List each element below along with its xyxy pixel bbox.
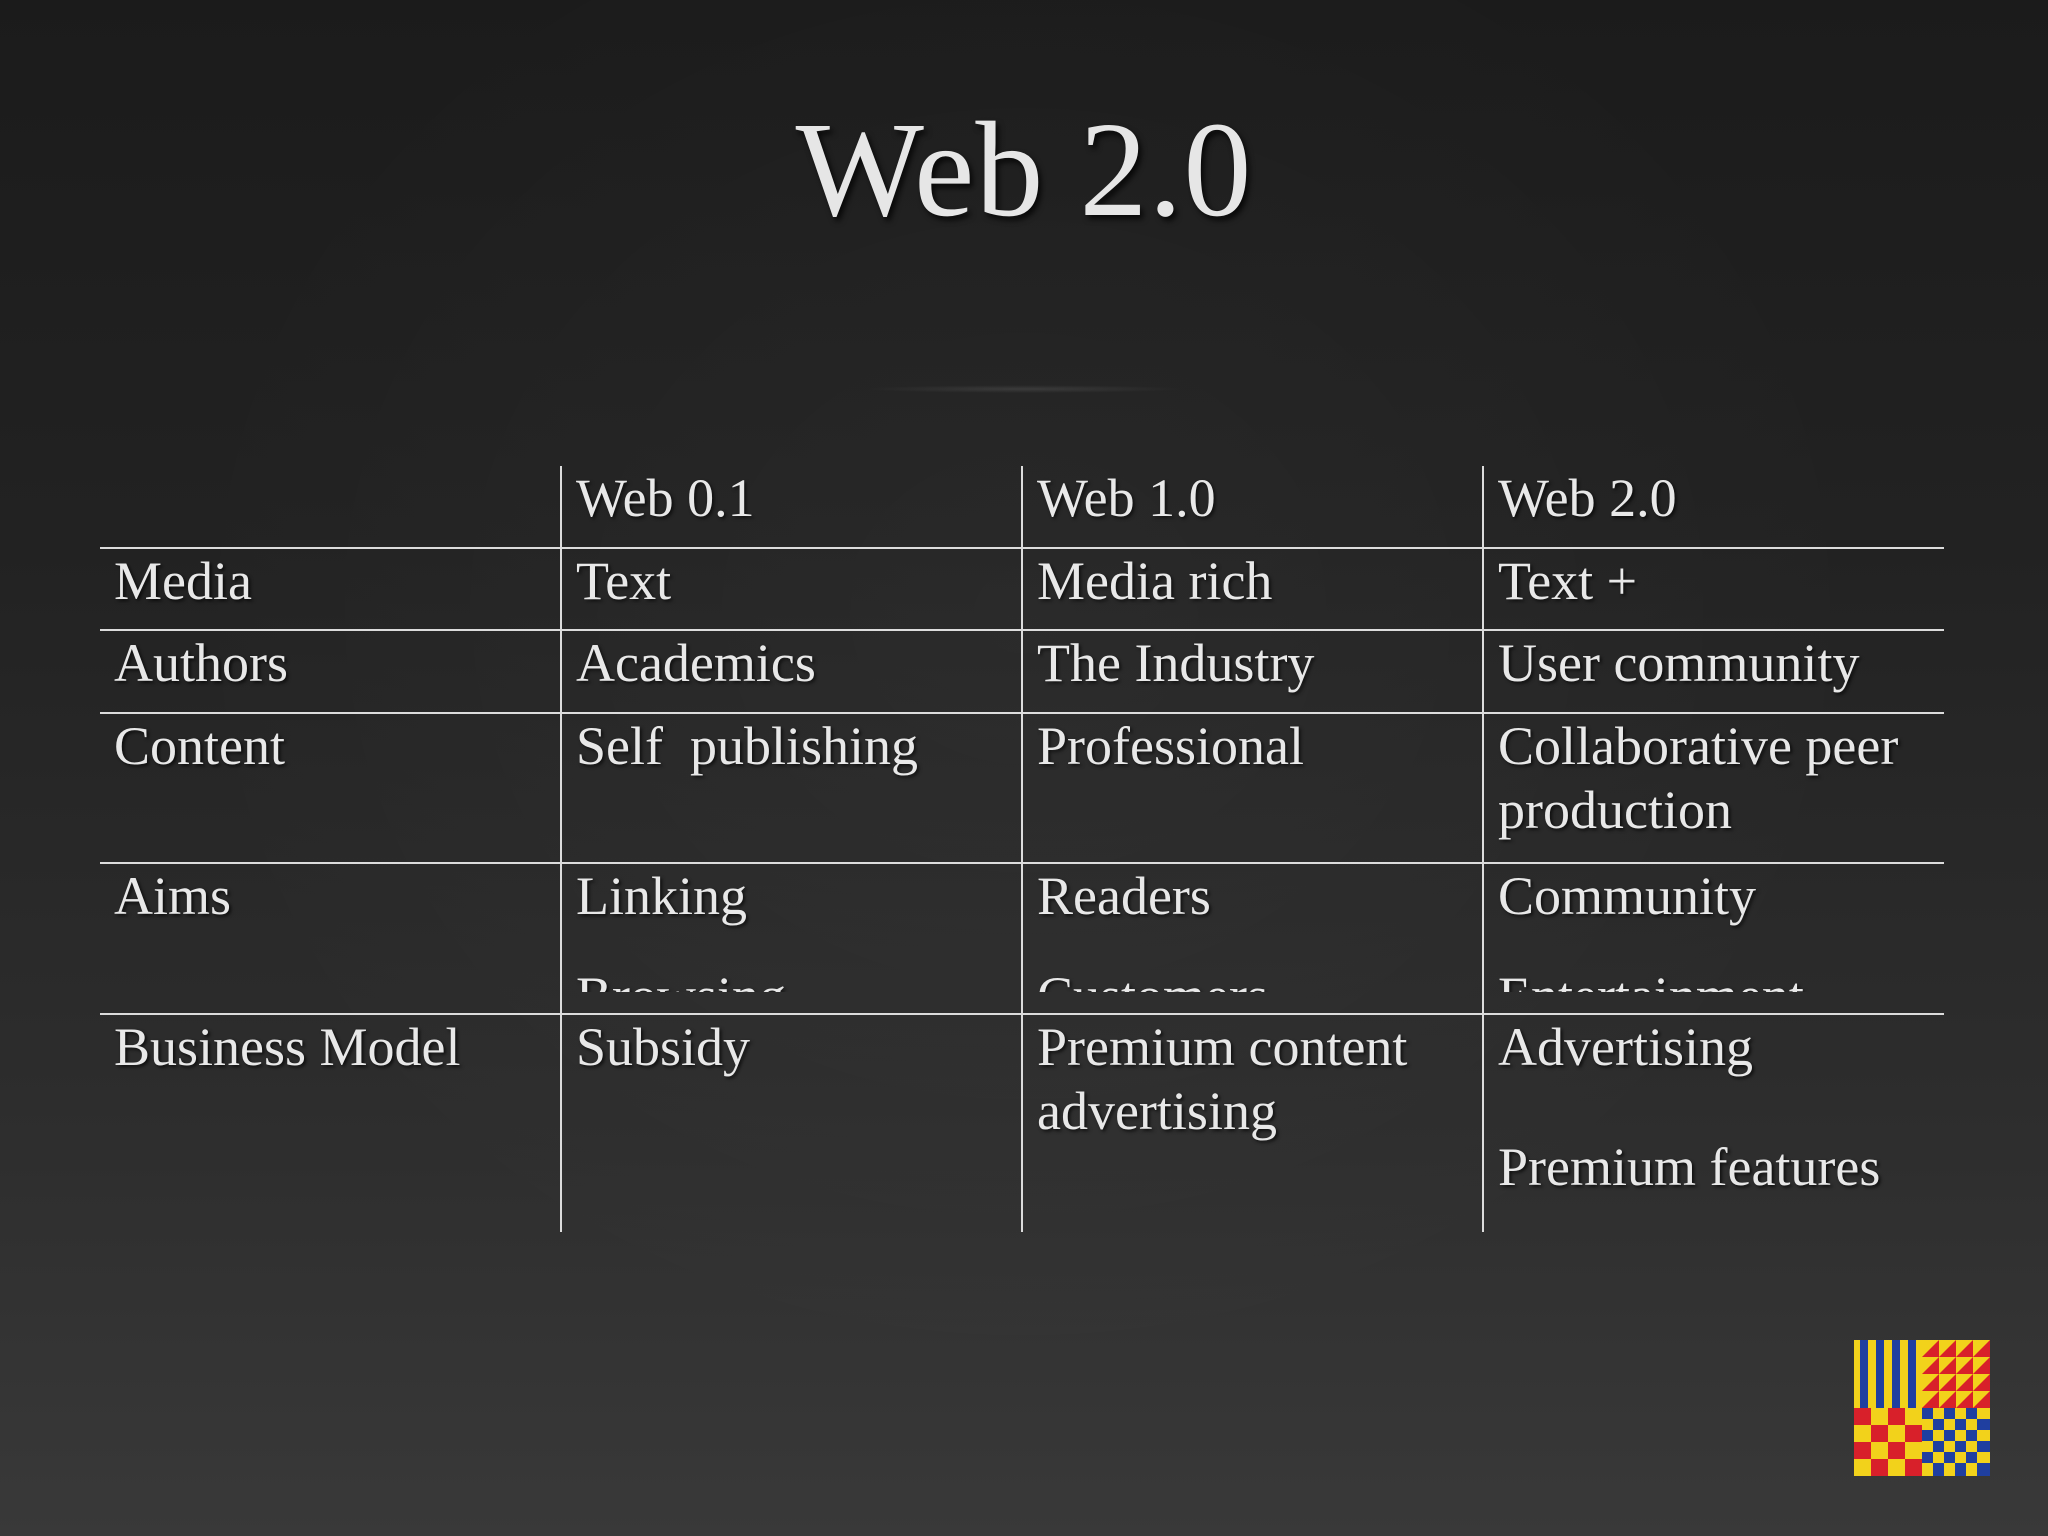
row-label-media: Media bbox=[100, 547, 561, 630]
table-cell: Premium content advertising bbox=[1021, 1013, 1483, 1232]
cell-line: Readers bbox=[1037, 866, 1211, 926]
table-row-business-model: Business Model Subsidy Premium content a… bbox=[100, 1013, 1944, 1232]
clipped-cell-content: Community Entertainment bbox=[1498, 865, 1930, 992]
cell-line: Advertising bbox=[1498, 1017, 1753, 1077]
table-cell: Subsidy bbox=[560, 1013, 1022, 1232]
clipped-cell-content: Linking Browsing bbox=[576, 865, 1007, 992]
cell-line-overflow: Entertainment bbox=[1498, 964, 1930, 992]
header-cell-web-0-1: Web 0.1 bbox=[560, 466, 1022, 548]
cell-line: Community bbox=[1498, 866, 1757, 926]
table-row-media: Media Text Media rich Text + bbox=[100, 547, 1944, 630]
table-cell: Professional bbox=[1021, 712, 1483, 863]
table-cell: Text + bbox=[1482, 547, 1944, 630]
clipped-cell-content: Readers Customers bbox=[1037, 865, 1468, 992]
header-cell-web-1-0: Web 1.0 bbox=[1021, 466, 1483, 548]
cell-line: Premium features bbox=[1498, 1137, 1881, 1197]
title-underline-glow bbox=[864, 385, 1184, 393]
row-label-aims: Aims bbox=[100, 862, 561, 1014]
table-cell: Advertising Premium features bbox=[1482, 1013, 1944, 1232]
header-cell-empty bbox=[100, 466, 561, 548]
table-cell: User community bbox=[1482, 629, 1944, 713]
table-cell: Community Entertainment bbox=[1482, 862, 1944, 1014]
crest-graphic bbox=[1854, 1340, 1990, 1476]
comparison-table: Web 0.1 Web 1.0 Web 2.0 Media Text Media… bbox=[100, 466, 1944, 1232]
slide-title: Web 2.0 bbox=[795, 95, 1253, 245]
table-row-aims: Aims Linking Browsing Readers Customers … bbox=[100, 862, 1944, 1014]
row-label-content: Content bbox=[100, 712, 561, 863]
table-header-row: Web 0.1 Web 1.0 Web 2.0 bbox=[100, 466, 1944, 548]
table-cell: Media rich bbox=[1021, 547, 1483, 630]
cell-line-overflow: Browsing bbox=[576, 964, 1007, 992]
cell-line-overflow: Customers bbox=[1037, 964, 1468, 992]
table-cell: Readers Customers bbox=[1021, 862, 1483, 1014]
table-cell: Text bbox=[560, 547, 1022, 630]
table-cell: Self publishing bbox=[560, 712, 1022, 863]
table-cell: Linking Browsing bbox=[560, 862, 1022, 1014]
row-label-authors: Authors bbox=[100, 629, 561, 713]
table-cell: Academics bbox=[560, 629, 1022, 713]
cell-line: Linking bbox=[576, 866, 747, 926]
table-cell: The Industry bbox=[1021, 629, 1483, 713]
table-row-content: Content Self publishing Professional Col… bbox=[100, 712, 1944, 863]
table-row-authors: Authors Academics The Industry User comm… bbox=[100, 629, 1944, 713]
cell-spacer bbox=[1498, 1079, 1930, 1135]
table-cell: Collaborative peer production bbox=[1482, 712, 1944, 863]
university-crest-icon bbox=[1854, 1340, 1990, 1476]
row-label-business-model: Business Model bbox=[100, 1013, 561, 1232]
header-cell-web-2-0: Web 2.0 bbox=[1482, 466, 1944, 548]
